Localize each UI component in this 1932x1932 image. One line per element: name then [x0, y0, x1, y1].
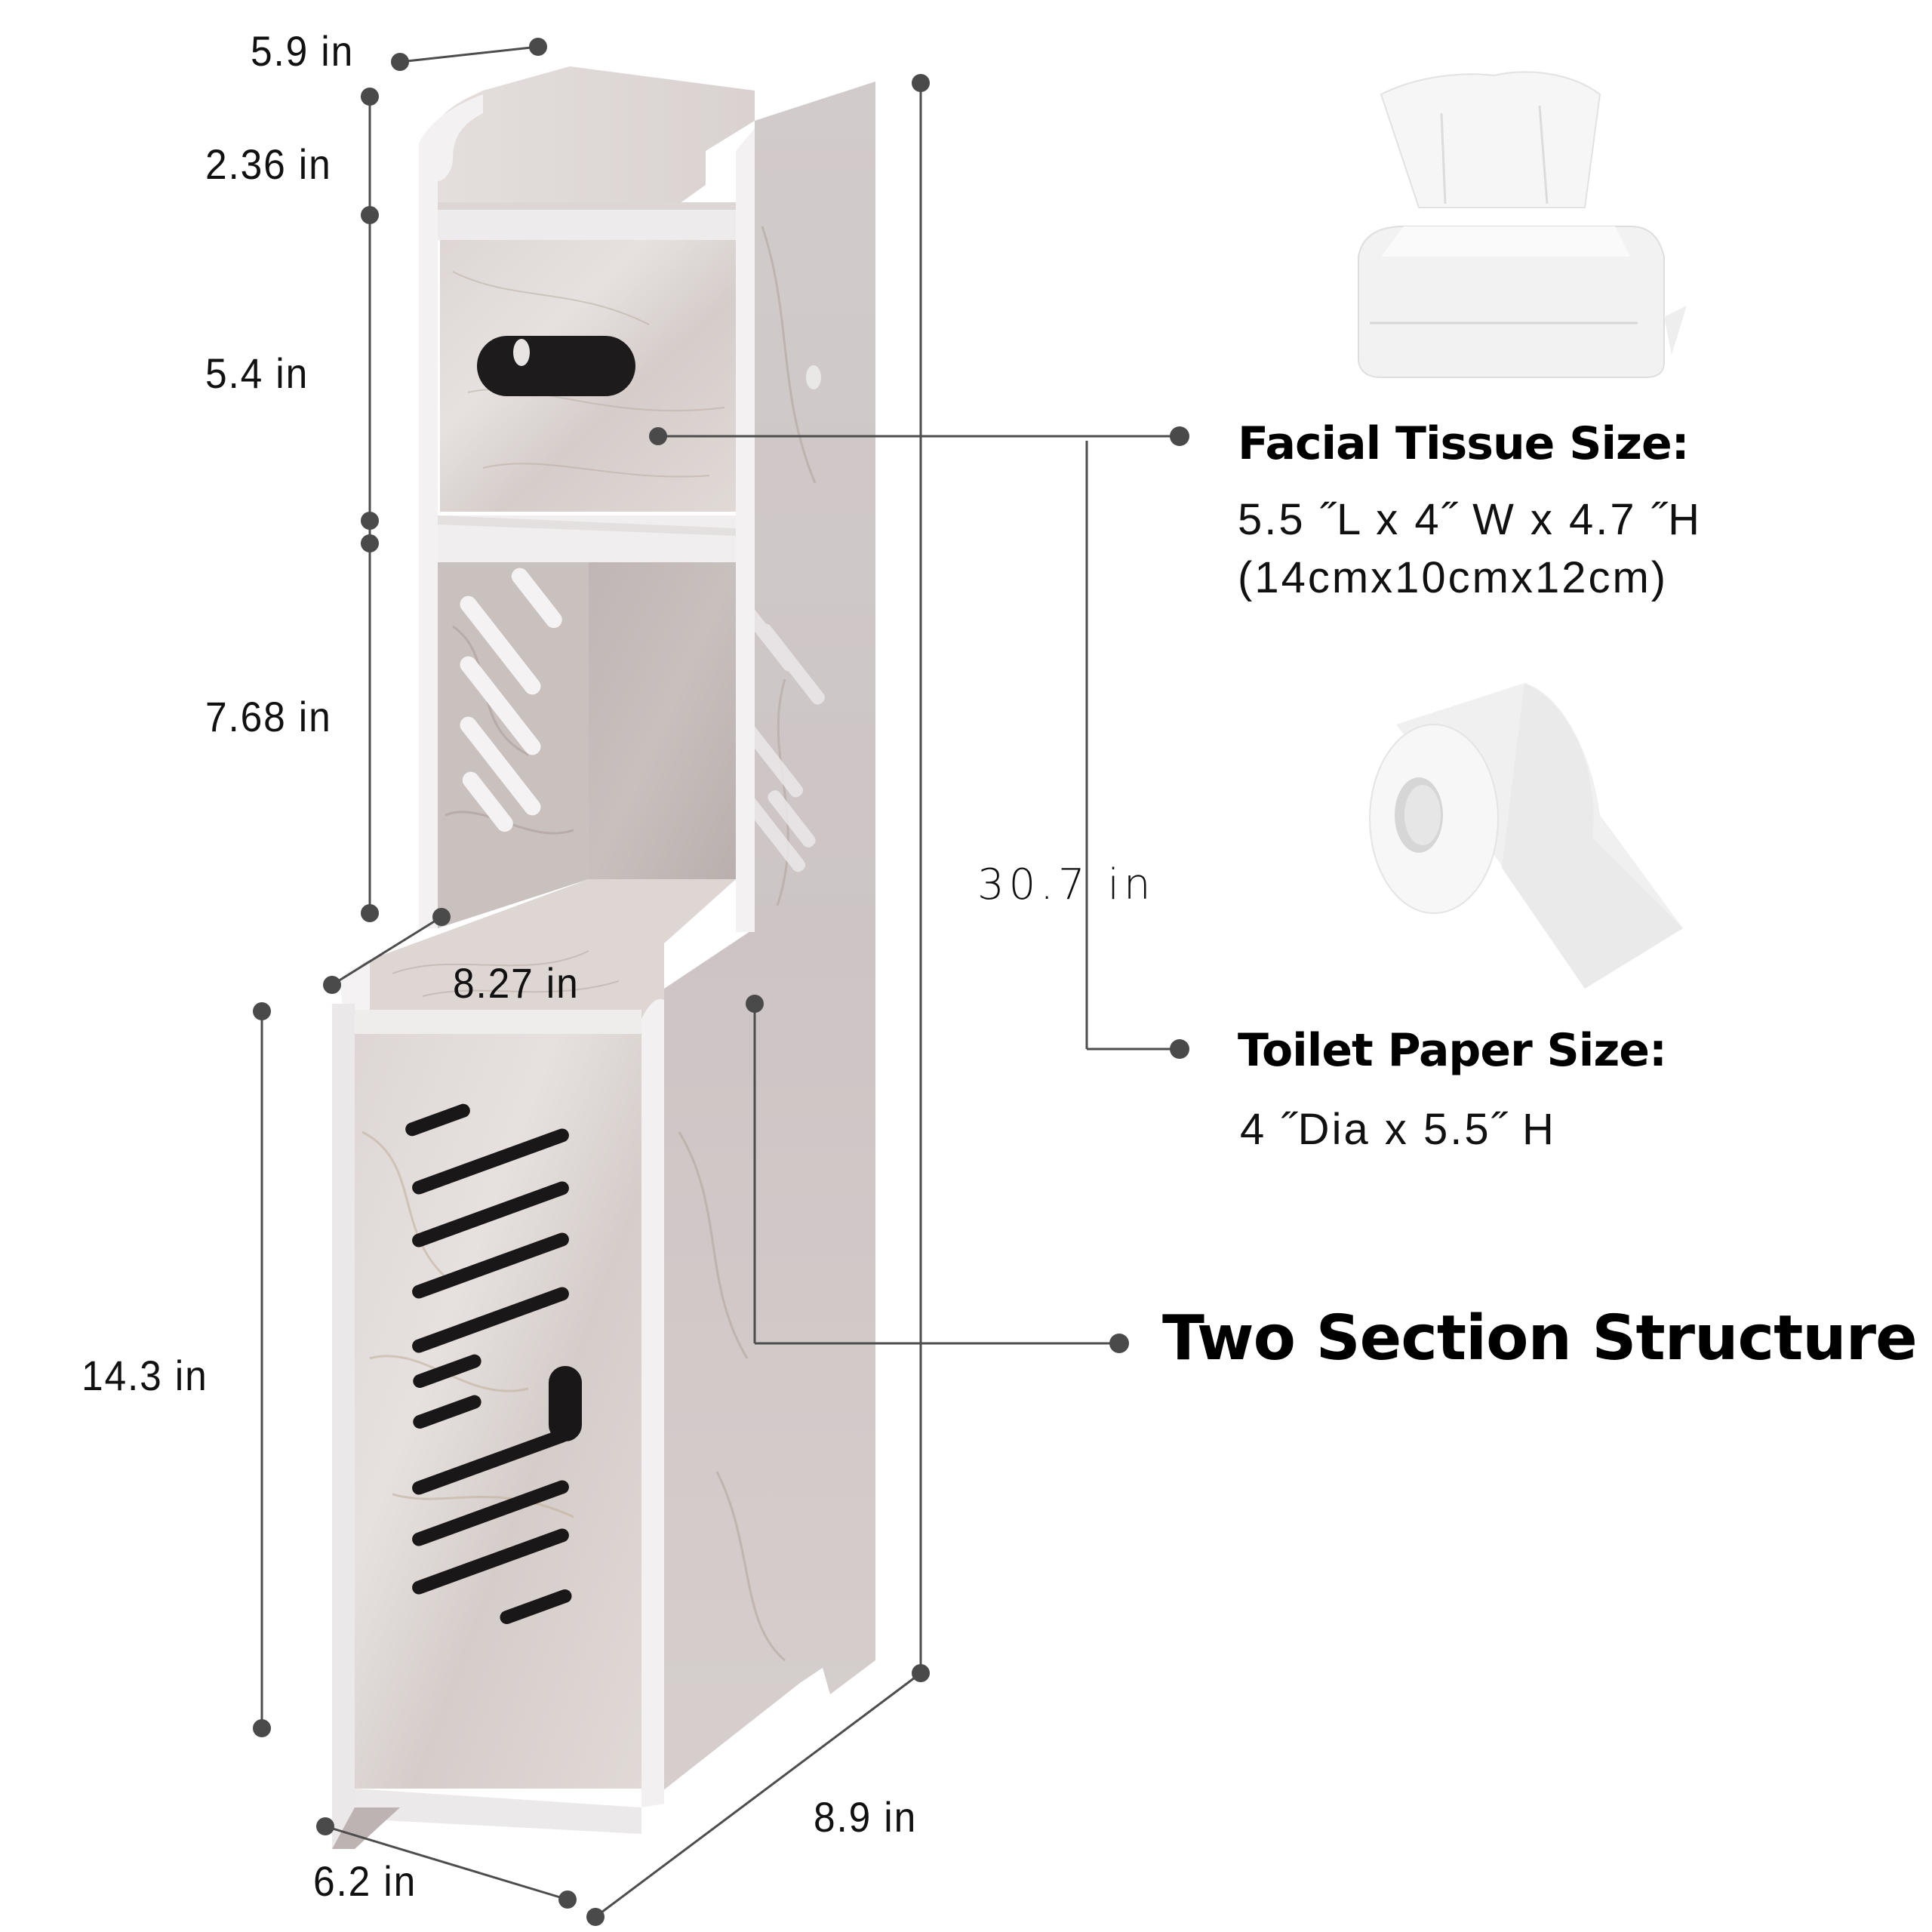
step-shelf-top	[343, 879, 736, 1019]
door-vent-slots	[405, 1103, 572, 1625]
lower-left-trim	[332, 1004, 355, 1849]
toilet-paper-title: Toilet Paper Size:	[1238, 1024, 1667, 1077]
two-section-structure-title: Two Section Structure	[1162, 1303, 1918, 1374]
open-shelf-vent-slots	[460, 568, 562, 832]
dimension-lines	[260, 45, 1179, 1918]
dim-lower-cabinet-height: 14.3 in	[82, 1352, 208, 1399]
upper-left-trim	[419, 94, 483, 928]
facial-tissue-size-cm: (14cmx10cmx12cm)	[1238, 553, 1669, 602]
dim-total-height: 30.7 in	[977, 860, 1155, 909]
dim-open-shelf-height: 7.68 in	[205, 693, 332, 740]
tissue-dispenser-slot	[477, 336, 635, 396]
base-board	[355, 1789, 641, 1834]
dim-top-depth: 5.9 in	[251, 27, 355, 75]
door-handle	[549, 1366, 582, 1441]
facial-tissue-pack-image	[1358, 71, 1687, 378]
dim-top-rail-height: 2.36 in	[205, 140, 332, 188]
dimension-dots	[253, 38, 1189, 1926]
toilet-paper-roll-image	[1369, 683, 1683, 989]
side-panel	[641, 82, 875, 1807]
top-shelf	[438, 202, 736, 240]
top-back-rail	[430, 66, 755, 208]
toilet-paper-size: 4 ˝Dia x 5.5˝ H	[1240, 1105, 1556, 1154]
facial-tissue-title: Facial Tissue Size:	[1238, 417, 1690, 470]
lower-cabinet-door	[355, 1034, 641, 1789]
facial-tissue-size-inches: 5.5 ˝L x 4˝ W x 4.7 ˝H	[1238, 495, 1702, 544]
dim-base-depth: 8.9 in	[814, 1793, 918, 1841]
dim-step-shelf-depth: 8.27 in	[453, 959, 580, 1007]
open-shelf-back	[589, 562, 736, 879]
dim-base-width: 6.2 in	[313, 1857, 417, 1905]
dim-tissue-box-height: 5.4 in	[205, 349, 309, 397]
